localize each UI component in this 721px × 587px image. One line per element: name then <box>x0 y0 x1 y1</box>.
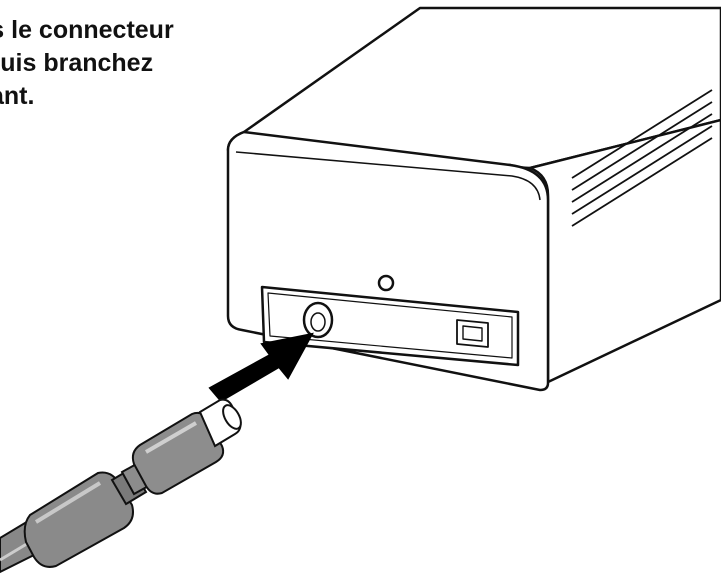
plug-ferrite <box>23 471 134 568</box>
connector-panel-inner <box>267 292 513 359</box>
device-vent <box>571 89 713 227</box>
arrow-icon <box>208 332 314 403</box>
device-front-bevel <box>235 151 541 201</box>
instruction-line-2: puis branchez <box>0 49 154 77</box>
indicator-hole <box>377 274 395 292</box>
instruction-text: ns le connecteur puis branchez ant. <box>0 14 300 113</box>
instruction-line-1: ns le connecteur <box>0 16 174 44</box>
device <box>226 6 721 392</box>
dc-power-jack-icon <box>302 301 334 339</box>
instruction-line-3: ant. <box>0 82 35 110</box>
power-plug <box>0 398 242 574</box>
usb-port-icon <box>456 319 489 348</box>
